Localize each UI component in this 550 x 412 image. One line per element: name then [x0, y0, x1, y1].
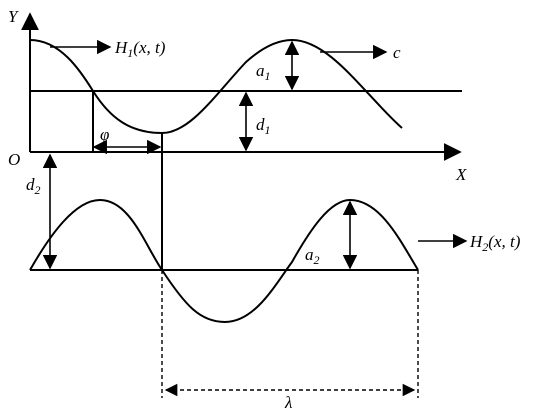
d1-label: d1: [256, 115, 271, 137]
h2-label: H2(x, t): [469, 232, 521, 254]
wave-2-curve: [29, 198, 419, 324]
phi-label: φ: [100, 125, 109, 144]
h1-label: H1(x, t): [114, 38, 166, 60]
y-axis-label: Y: [8, 7, 19, 26]
x-axis-label: X: [455, 165, 467, 184]
d2-label: d2: [26, 175, 41, 197]
origin-label: O: [8, 150, 20, 169]
a1-label: a1: [256, 61, 271, 83]
wave-1-curve: [29, 38, 403, 135]
lambda-label: λ: [284, 393, 292, 412]
c-label: c: [393, 43, 401, 62]
a2-label: a2: [305, 245, 320, 267]
